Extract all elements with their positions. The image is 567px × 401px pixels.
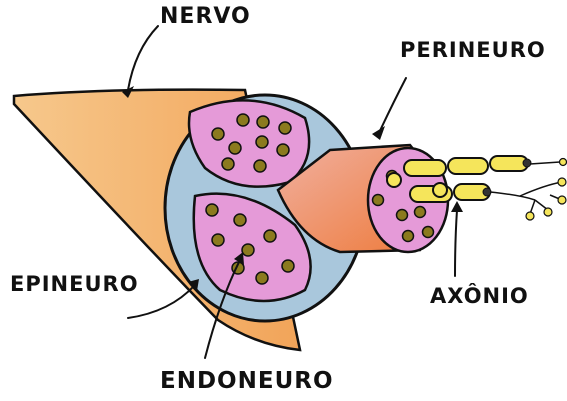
label-perineuro: PERINEURO xyxy=(400,38,546,62)
axon-terminal-buttons xyxy=(526,159,567,221)
arrow-nervo xyxy=(128,26,158,90)
label-nervo: NERVO xyxy=(160,4,251,29)
label-axonio: AXÔNIO xyxy=(430,284,529,308)
arrow-axonio xyxy=(455,210,457,276)
arrow-perineuro xyxy=(378,78,406,135)
label-endoneuro: ENDONEURO xyxy=(160,368,334,394)
label-epineuro: EPINEURO xyxy=(10,272,139,296)
